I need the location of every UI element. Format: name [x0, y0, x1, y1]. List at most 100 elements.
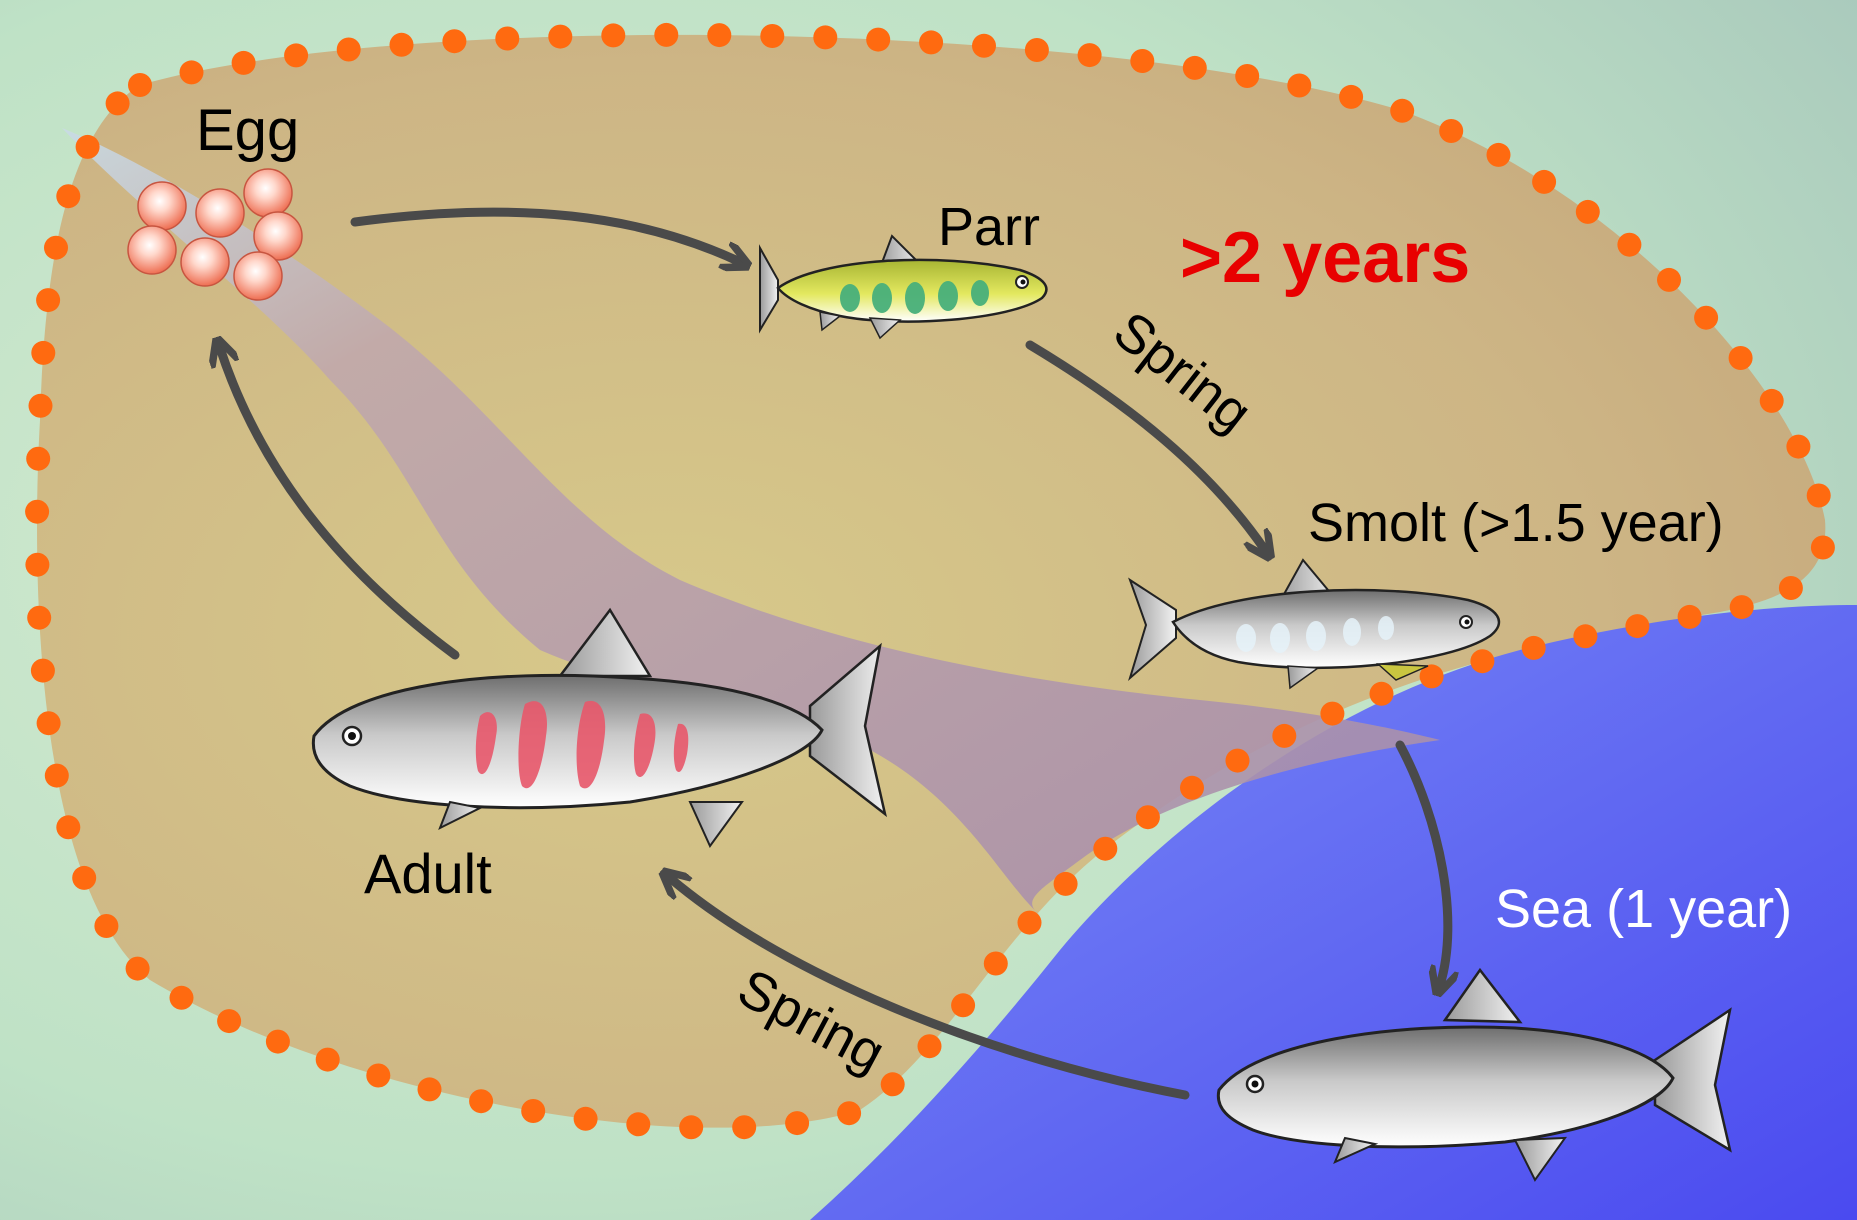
border-dot: [418, 1077, 442, 1101]
border-dot: [1470, 649, 1494, 673]
border-dot: [1617, 233, 1641, 257]
duration-label: >2 years: [1180, 218, 1470, 298]
border-dot: [94, 914, 118, 938]
border-dot: [72, 866, 96, 890]
border-dot: [1694, 306, 1718, 330]
border-dot: [442, 29, 466, 53]
border-dot: [29, 394, 53, 418]
border-dot: [44, 236, 68, 260]
border-dot: [521, 1099, 545, 1123]
border-dot: [1439, 119, 1463, 143]
border-dot: [1532, 170, 1556, 194]
adult-label: Adult: [364, 842, 492, 905]
border-dot: [1576, 200, 1600, 224]
border-dot: [25, 500, 49, 524]
border-dot: [1180, 776, 1204, 800]
border-dot: [1320, 702, 1344, 726]
border-dot: [495, 27, 519, 51]
border-dot: [1730, 595, 1754, 619]
border-dot: [1226, 749, 1250, 773]
border-dot: [785, 1111, 809, 1135]
egg: [138, 182, 186, 230]
border-dot: [1093, 837, 1117, 861]
border-dot: [232, 51, 256, 75]
border-dot: [1272, 724, 1296, 748]
border-dot: [36, 288, 60, 312]
border-dot: [1287, 74, 1311, 98]
border-dot: [106, 91, 130, 115]
border-dot: [881, 1072, 905, 1096]
border-dot: [180, 60, 204, 84]
border-dot: [170, 986, 194, 1010]
border-dot: [1807, 484, 1831, 508]
border-dot: [25, 553, 49, 577]
border-dot: [1760, 389, 1784, 413]
border-dot: [31, 341, 55, 365]
border-dot: [284, 43, 308, 67]
border-dot: [1078, 43, 1102, 67]
border-dot: [217, 1009, 241, 1033]
border-dot: [574, 1107, 598, 1131]
border-dot: [1370, 682, 1394, 706]
border-dot: [1779, 576, 1803, 600]
border-dot: [1811, 536, 1835, 560]
egg: [196, 189, 244, 237]
border-dot: [266, 1030, 290, 1054]
border-dot: [548, 25, 572, 49]
border-dot: [56, 815, 80, 839]
border-dot: [837, 1101, 861, 1125]
egg: [234, 252, 282, 300]
border-dot: [37, 711, 61, 735]
border-dot: [390, 33, 414, 57]
border-dot: [1339, 85, 1363, 109]
border-dot: [1235, 64, 1259, 88]
border-dot: [76, 135, 100, 159]
border-dot: [27, 606, 51, 630]
border-dot: [984, 952, 1008, 976]
egg-label: Egg: [196, 98, 299, 163]
border-dot: [1025, 38, 1049, 62]
sea-label: Sea (1 year): [1495, 879, 1792, 939]
border-dot: [337, 38, 361, 62]
border-dot: [813, 25, 837, 49]
border-dot: [1130, 49, 1154, 73]
border-dot: [1678, 605, 1702, 629]
border-dot: [26, 447, 50, 471]
smolt-label: Smolt (>1.5 year): [1308, 493, 1724, 553]
border-dot: [1018, 911, 1042, 935]
border-dot: [654, 23, 678, 47]
egg: [244, 169, 292, 217]
border-dot: [1786, 435, 1810, 459]
border-dot: [56, 184, 80, 208]
border-dot: [601, 23, 625, 47]
border-dot: [951, 993, 975, 1017]
border-dot: [918, 1034, 942, 1058]
border-dot: [626, 1112, 650, 1136]
egg: [181, 238, 229, 286]
border-dot: [707, 23, 731, 47]
border-dot: [866, 28, 890, 52]
parr-label: Parr: [938, 197, 1040, 257]
border-dot: [919, 30, 943, 54]
border-dot: [1487, 143, 1511, 167]
border-dot: [1657, 268, 1681, 292]
border-dot: [45, 764, 69, 788]
border-dot: [316, 1048, 340, 1072]
border-dot: [1390, 99, 1414, 123]
border-dot: [366, 1064, 390, 1088]
border-dot: [972, 34, 996, 58]
border-dot: [1573, 624, 1597, 648]
border-dot: [679, 1115, 703, 1139]
border-dot: [1136, 805, 1160, 829]
border-dot: [732, 1115, 756, 1139]
border-dot: [1054, 872, 1078, 896]
border-dot: [31, 659, 55, 683]
border-dot: [128, 73, 152, 97]
border-dot: [1729, 346, 1753, 370]
egg: [128, 226, 176, 274]
border-dot: [760, 24, 784, 48]
border-dot: [1183, 56, 1207, 80]
border-dot: [1522, 636, 1546, 660]
border-dot: [1625, 614, 1649, 638]
